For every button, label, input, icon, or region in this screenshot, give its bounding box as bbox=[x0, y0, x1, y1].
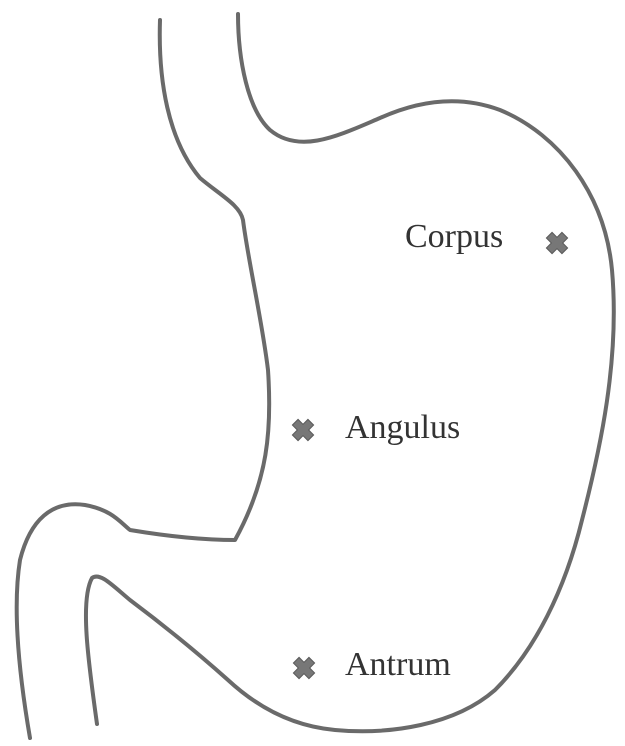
stomach-inner-wall bbox=[17, 20, 270, 738]
antrum-cross-mark-icon bbox=[288, 652, 319, 683]
label-antrum: Antrum bbox=[345, 646, 451, 683]
label-angulus: Angulus bbox=[345, 409, 460, 446]
angulus-cross-mark-icon bbox=[287, 414, 318, 445]
stomach-outer-wall bbox=[86, 14, 614, 731]
corpus-cross-mark-icon bbox=[541, 227, 572, 258]
label-corpus: Corpus bbox=[405, 218, 503, 255]
